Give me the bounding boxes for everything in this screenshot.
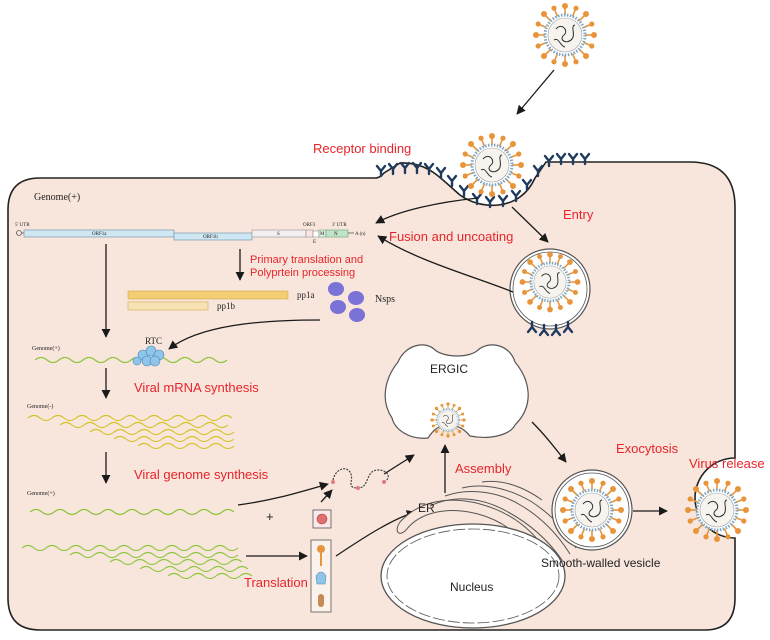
pp1b-label: pp1b [217,301,236,311]
smooth-walled-vesicle-label: Smooth-walled vesicle [541,556,661,570]
er-label: ER [418,501,435,515]
entry-label: Entry [563,207,594,222]
genome-plus-2-label: Genome(+) [27,490,55,497]
entry-vesicle [509,248,591,337]
pp1b-bar [127,301,209,311]
arrow-genome-to-assembly [237,481,329,506]
nsps-cluster [328,282,365,322]
binding-virion [458,131,526,199]
virus-release-label: Virus release [689,456,765,471]
fusion-uncoating-label: Fusion and uncoating [389,229,513,244]
arrow-entry [511,206,549,243]
rna-genome-minus-strands [27,414,235,450]
nucleus-label: Nucleus [450,580,493,594]
arrow-nsps-to-rtc [168,319,321,350]
vesicle-virion [558,476,626,544]
genome-plus-header: Genome(+) [34,192,80,203]
genome-minus-label: Genome(-) [27,403,53,410]
receptor-binding-label: Receptor binding [313,141,411,156]
structural-proteins-box [310,539,332,613]
rna-subgenomic-strands [21,544,253,580]
orf3-label: ORF3 [303,223,316,228]
assembling-virion [429,401,467,439]
ergic-label: ERGIC [430,362,468,376]
arrow-n-protein-up [320,489,333,503]
arrow-exocytosis [531,421,567,463]
viral-mrna-synthesis-label: Viral mRNA synthesis [134,380,259,395]
m-label: M [320,232,325,237]
nsps-label: Nsps [375,294,395,305]
primary-translation-label-1: Primary translation and [250,254,363,266]
translation-label: Translation [244,575,308,590]
assembly-label: Assembly [455,461,512,476]
packaged-genome-coil [331,468,389,490]
genome-plus-1-label: Genome(+) [32,345,60,352]
arrow-virion-approach [516,69,555,115]
exocytosis-label: Exocytosis [616,441,679,456]
orf1b-label: ORF1b [203,235,218,240]
s-label: S [277,232,280,237]
incoming-virion [531,1,599,69]
primary-translation-label-2: Polyprtein processing [250,267,355,279]
polya-label: A (n) [355,232,366,237]
rtc-complex [132,345,165,367]
plus-sign: + [266,509,274,524]
orf1a-label: ORF1a [92,232,107,237]
utr3-label: 3' UTR [332,223,347,228]
n-label: N [334,232,338,237]
viral-genome-synthesis-label: Viral genome synthesis [134,467,269,482]
arrow-fusion-from-vesicle [377,235,514,293]
nucleus [380,523,566,629]
rna-genome-plus-2 [29,508,235,516]
rna-genome-plus-1 [34,356,228,364]
e-label: E [313,240,316,245]
pp1a-label: pp1a [297,290,315,300]
arrow-coil-to-ergic [383,454,415,475]
ergic-compartment [384,344,529,439]
rtc-label: RTC [145,336,162,346]
genome-map: Genome(+) 5' UTR ORF1a ORF1b S ORF3 E M … [15,192,366,245]
pp1a-bar [127,290,289,300]
arrow-fusion-from-membrane [375,197,479,224]
released-virion [683,476,751,544]
utr5-label: 5' UTR [15,223,30,228]
